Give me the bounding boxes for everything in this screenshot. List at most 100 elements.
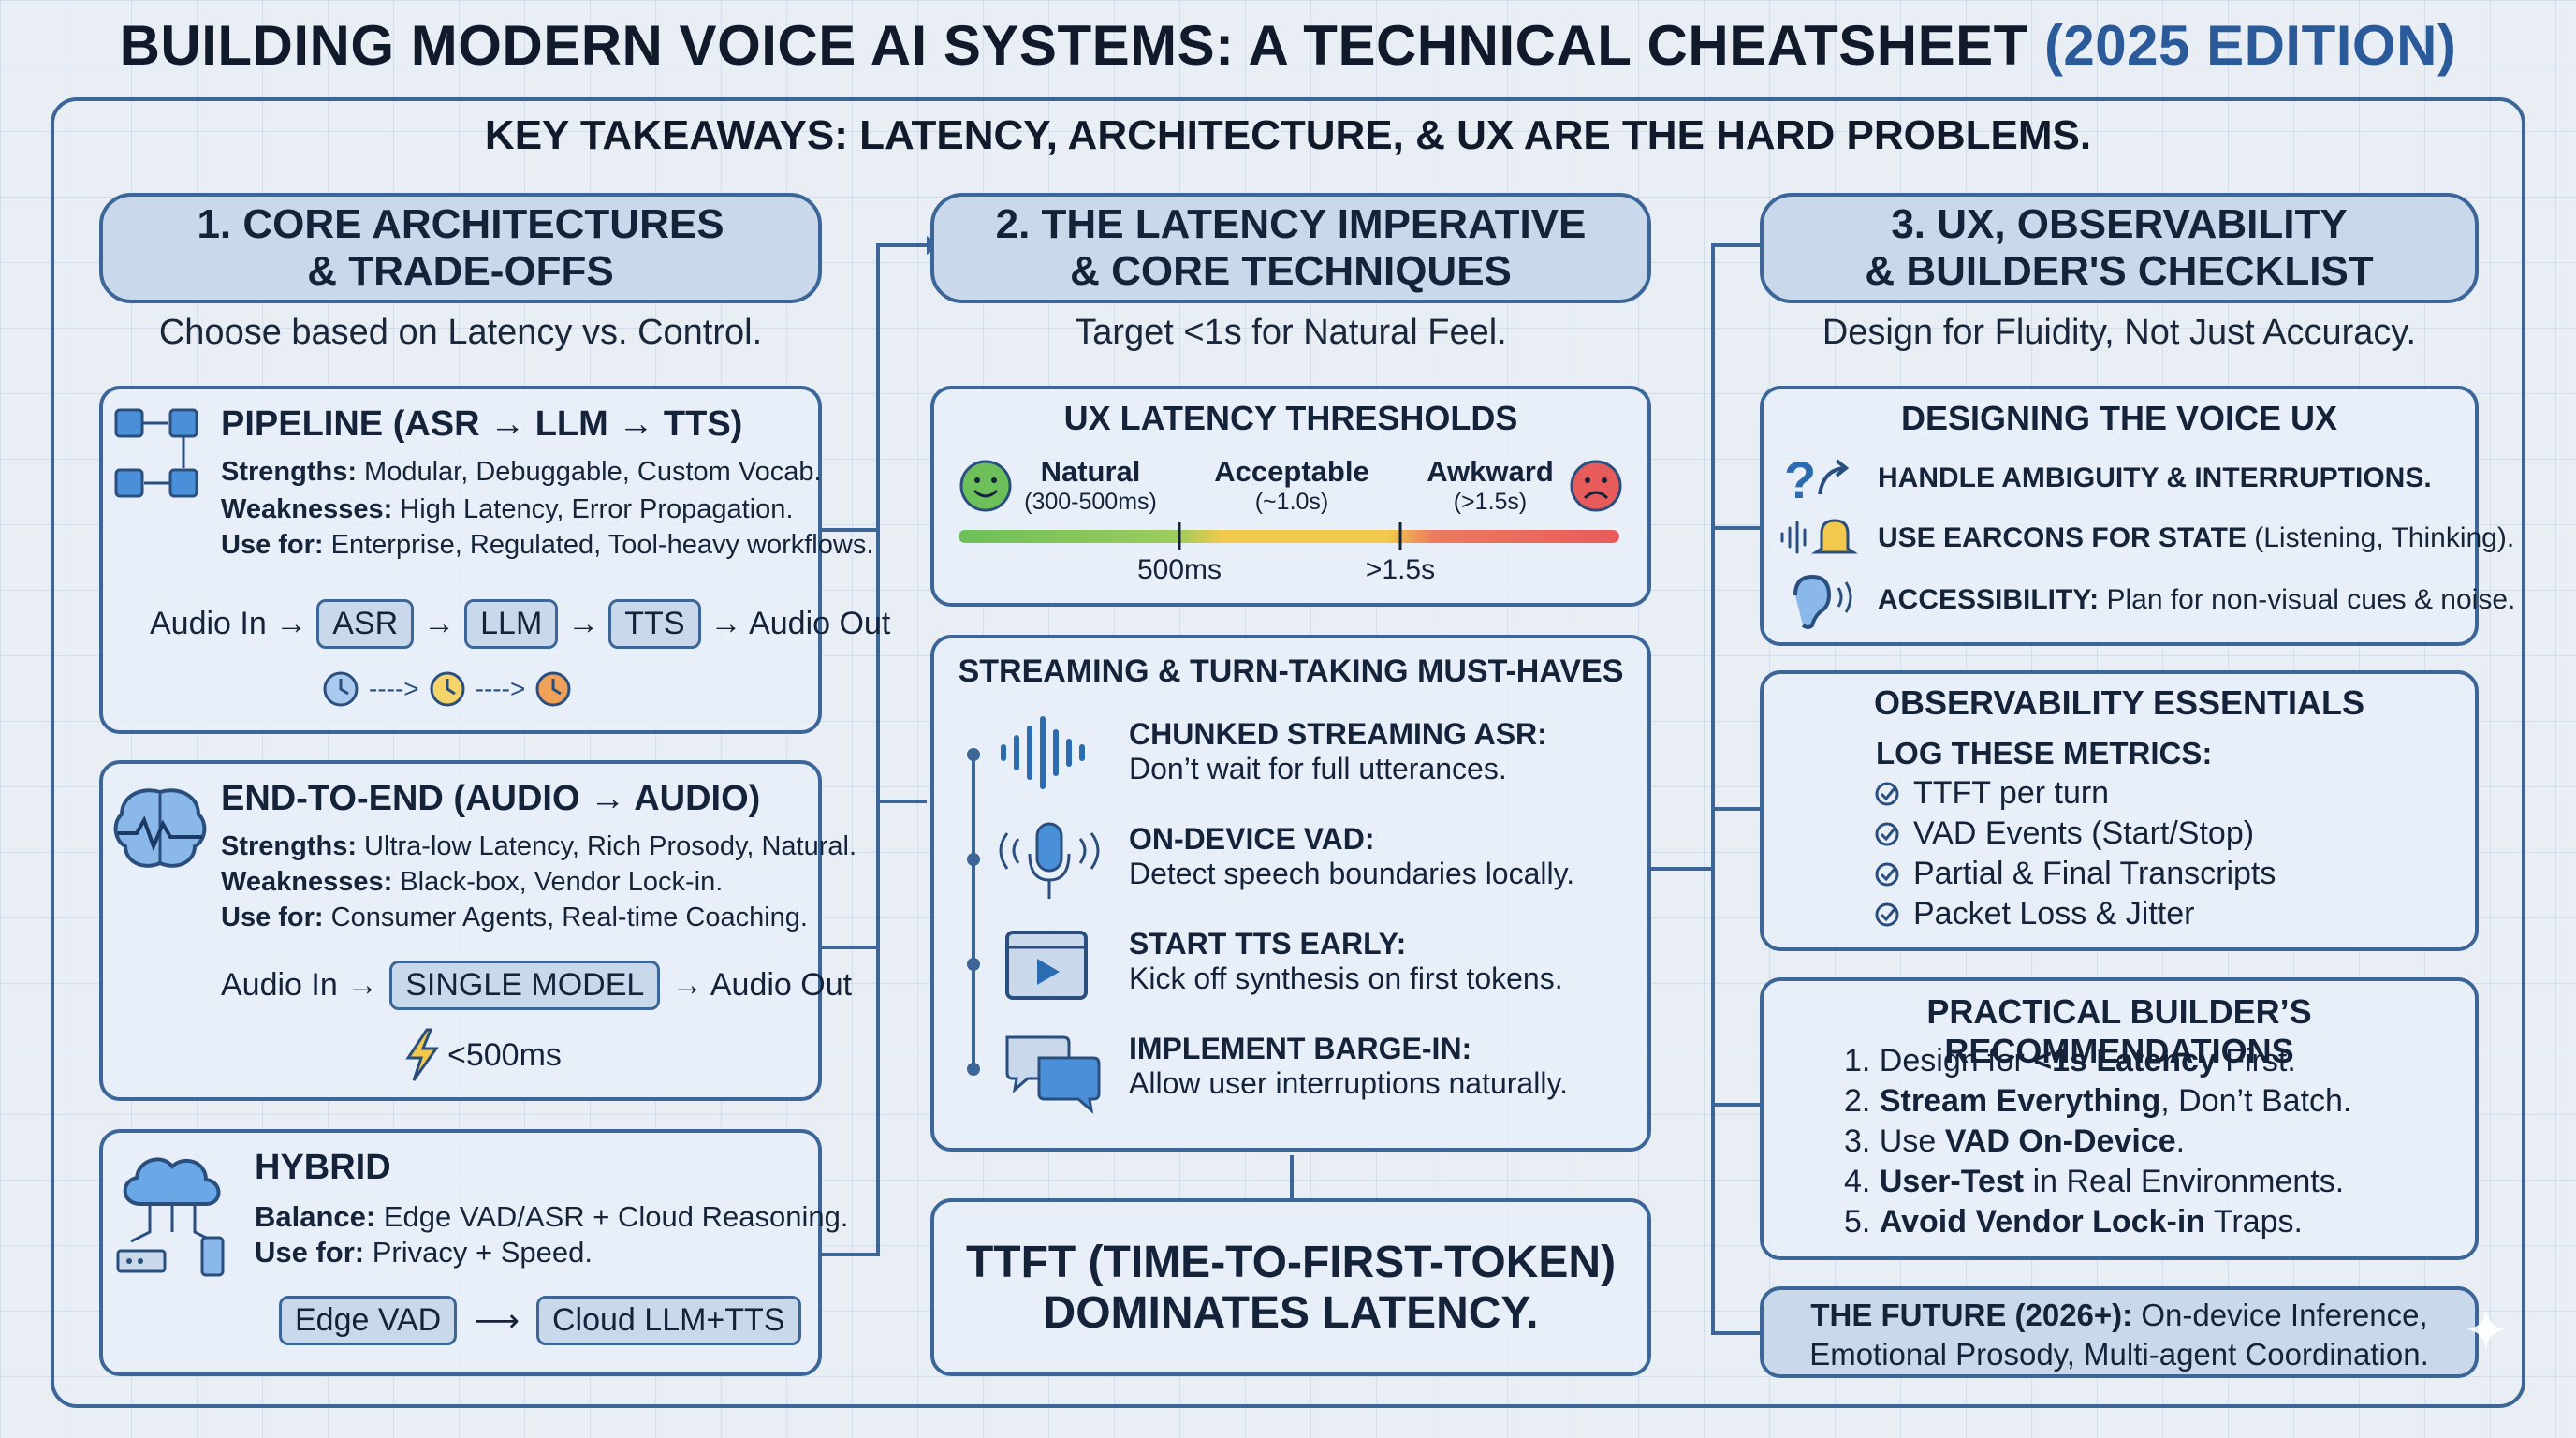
col2-subtitle: Target <1s for Natural Feel. — [1075, 313, 1507, 352]
connector-hybrid — [822, 801, 880, 1256]
check-circle-icon — [1875, 782, 1899, 805]
log-metrics-title: LOG THESE METRICS: — [1876, 736, 2213, 770]
check-circle-icon — [1875, 822, 1899, 845]
check-circle-icon — [1875, 902, 1899, 926]
tick-500ms: 500ms — [1136, 554, 1222, 585]
e2e-title: END-TO-END (AUDIO → AUDIO) — [221, 779, 761, 818]
e2e-card — [99, 760, 822, 1101]
list-item: 3. Use VAD On-Device. — [1844, 1123, 2186, 1159]
key-takeaways: KEY TAKEAWAYS: LATENCY, ARCHITECTURE, & … — [484, 112, 2092, 158]
list-item: Partial & Final Transcripts — [1874, 854, 2276, 894]
connector-col3 — [1651, 243, 1760, 871]
streaming-title: STREAMING & TURN-TAKING MUST-HAVES — [958, 653, 1624, 689]
list-item: 4. User-Test in Real Environments. — [1844, 1164, 2345, 1199]
check-circle-icon — [1875, 862, 1899, 886]
ear-sound-icon — [1793, 574, 1852, 629]
col1-header: 1. CORE ARCHITECTURES & TRADE-OFFS — [99, 193, 822, 303]
e2e-flow: Audio In → SINGLE MODEL → Audio Out — [221, 961, 852, 1010]
voice-ux-card — [1760, 386, 2479, 646]
list-item: 5. Avoid Vendor Lock-in Traps. — [1844, 1204, 2303, 1240]
recommendations-list: 1. Design for <1s Latency First. 2. Stre… — [1844, 1043, 2351, 1244]
list-item: 1. Design for <1s Latency First. — [1844, 1043, 2296, 1078]
microphone-icon — [999, 822, 1100, 899]
lightning-icon — [405, 1028, 439, 1081]
pipeline-flow: Audio In → ASR → LLM → TTS → Audio Out — [150, 599, 890, 649]
recommendations-card — [1760, 977, 2479, 1260]
recommendations-title: PRACTICAL BUILDER’S RECOMMENDATIONS — [1926, 992, 2312, 1070]
thresholds-title: UX LATENCY THRESHOLDS — [1063, 399, 1518, 437]
pipeline-card — [99, 386, 822, 734]
list-item: TTFT per turn — [1874, 773, 2276, 814]
page-title: BUILDING MODERN VOICE AI SYSTEMS: A TECH… — [119, 14, 2457, 77]
streaming-item-3: START TTS EARLY: Kick off synthesis on f… — [1129, 927, 1563, 995]
e2e-strengths: Strengths: Ultra-low Latency, Rich Proso… — [221, 831, 857, 861]
pipeline-use-for: Use for: Enterprise, Regulated, Tool-hea… — [221, 530, 874, 560]
chat-bubbles-icon — [1005, 1035, 1101, 1114]
metrics-list: TTFT per turn VAD Events (Start/Stop) Pa… — [1874, 773, 2276, 934]
threshold-awkward: Awkward (>1.5s) — [1427, 455, 1554, 515]
e2e-use-for: Use for: Consumer Agents, Real-time Coac… — [221, 902, 808, 932]
edge-vad-chip: Edge VAD — [279, 1296, 458, 1345]
pipeline-flow-icon — [114, 408, 198, 498]
ttft-card — [930, 1198, 1651, 1376]
brain-icon — [113, 788, 207, 868]
col1-subtitle: Choose based on Latency vs. Control. — [158, 313, 763, 352]
asr-chip: ASR — [316, 599, 415, 649]
sparkle-icon — [2466, 1309, 2507, 1350]
pipeline-timing: ----> ----> — [322, 670, 572, 708]
hybrid-balance: Balance: Edge VAD/ASR + Cloud Reasoning. — [255, 1200, 849, 1233]
sad-face-icon — [1570, 460, 1622, 512]
list-item: VAD Events (Start/Stop) — [1874, 814, 2276, 854]
col2-header: 2. THE LATENCY IMPERATIVE & CORE TECHNIQ… — [930, 193, 1651, 303]
streaming-item-1: CHUNKED STREAMING ASR: Don’t wait for fu… — [1129, 717, 1547, 785]
hybrid-title: HYBRID — [255, 1148, 391, 1187]
list-item: 2. Stream Everything, Don’t Batch. — [1844, 1083, 2352, 1119]
clock-icon — [535, 671, 571, 707]
question-arrow-icon: ? — [1784, 450, 1850, 509]
col3-subtitle: Design for Fluidity, Not Just Accuracy. — [1822, 313, 2417, 352]
main-frame — [51, 97, 2525, 1408]
e2e-latency: <500ms — [402, 1028, 562, 1082]
threshold-acceptable: Acceptable (~1.0s) — [1214, 455, 1369, 515]
play-window-icon — [1005, 931, 1088, 1000]
tts-chip: TTS — [608, 599, 701, 649]
e2e-weaknesses: Weaknesses: Black-box, Vendor Lock-in. — [221, 867, 724, 897]
streaming-item-2: ON-DEVICE VAD: Detect speech boundaries … — [1129, 822, 1575, 890]
voice-ux-title: DESIGNING THE VOICE UX — [1900, 399, 2338, 437]
clock-icon — [323, 671, 359, 707]
pipeline-weaknesses: Weaknesses: High Latency, Error Propagat… — [221, 494, 794, 524]
clock-icon — [430, 671, 465, 707]
threshold-natural: Natural (300-500ms) — [1024, 455, 1157, 515]
observability-title: OBSERVABILITY ESSENTIALS — [1873, 683, 2365, 722]
single-model-chip: SINGLE MODEL — [389, 961, 661, 1010]
edition-label: (2025 EDITION) — [2043, 14, 2457, 77]
latency-thresholds-card — [930, 386, 1651, 607]
streaming-timeline — [967, 748, 980, 1076]
list-item: Packet Loss & Jitter — [1874, 894, 2276, 934]
connector-pipeline — [822, 243, 927, 532]
voice-ux-item-3: ACCESSIBILITY: Plan for non-visual cues … — [1878, 584, 2516, 615]
voice-ux-item-1: HANDLE AMBIGUITY & INTERRUPTIONS. — [1878, 462, 2432, 493]
cloud-llm-tts-chip: Cloud LLM+TTS — [536, 1296, 801, 1345]
llm-chip: LLM — [464, 599, 559, 649]
latency-gradient-bar — [959, 522, 1619, 550]
ttft-statement: TTFT (TIME-TO-FIRST-TOKEN) DOMINATES LAT… — [965, 1238, 1617, 1338]
pipeline-title: PIPELINE (ASR → LLM → TTS) — [221, 404, 743, 444]
waveform-icon — [1001, 716, 1085, 789]
col3-header: 3. UX, OBSERVABILITY & BUILDER'S CHECKLI… — [1760, 193, 2479, 303]
future-banner: THE FUTURE (2026+): On-device Inference,… — [1760, 1286, 2479, 1378]
hybrid-use-for: Use for: Privacy + Speed. — [255, 1236, 593, 1269]
svg-text:?: ? — [1784, 450, 1816, 509]
hybrid-flow: Edge VAD ⟶ Cloud LLM+TTS — [279, 1296, 801, 1345]
pipeline-strengths: Strengths: Modular, Debuggable, Custom V… — [221, 457, 822, 487]
observability-card — [1760, 670, 2479, 951]
bell-sound-icon — [1780, 519, 1858, 554]
happy-face-icon — [959, 460, 1012, 512]
cloud-network-icon — [116, 1157, 225, 1277]
tick-1-5s: >1.5s — [1365, 554, 1436, 585]
voice-ux-item-2: USE EARCONS FOR STATE (Listening, Thinki… — [1878, 522, 2515, 553]
connector-future — [1711, 869, 1760, 1335]
streaming-item-4: IMPLEMENT BARGE-IN: Allow user interrupt… — [1129, 1032, 1568, 1100]
connector-e2e — [822, 800, 927, 949]
